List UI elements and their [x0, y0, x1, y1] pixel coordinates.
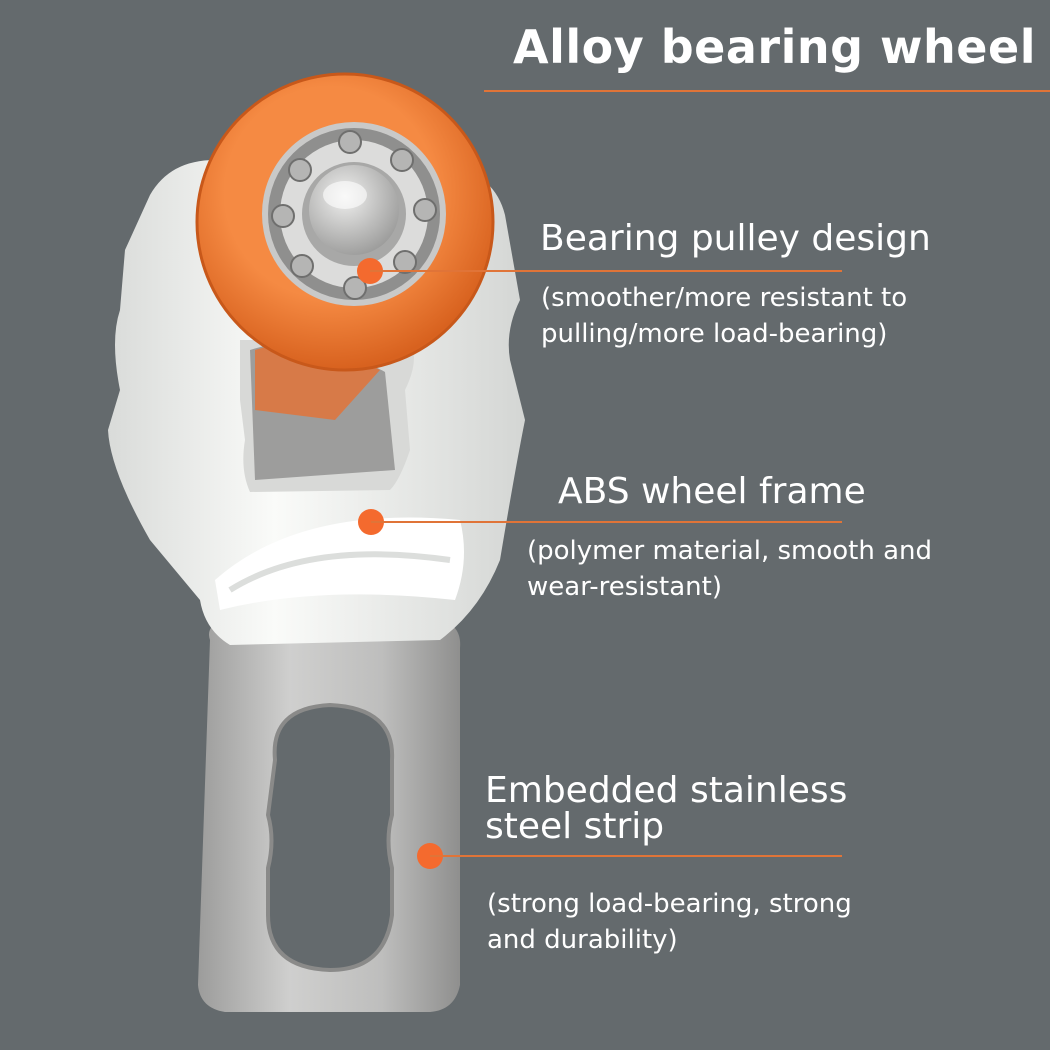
strip-callout-title-line-1: Embedded stainless — [485, 770, 848, 811]
bearing-leader-line — [370, 270, 842, 272]
page-title: Alloy bearing wheel — [513, 20, 1036, 74]
bearing-wheel — [195, 72, 495, 372]
frame-callout-desc-line-2: wear-resistant) — [527, 572, 722, 602]
strip-leader-line — [430, 855, 842, 857]
steel-strip — [198, 620, 461, 1012]
frame-callout-desc-line-1: (polymer material, smooth and — [527, 536, 933, 566]
frame-leader-line — [371, 521, 842, 523]
strip-callout-desc-line-1: (strong load-bearing, strong — [487, 889, 852, 919]
bearing-callout-desc-line-1: (smoother/more resistant to — [541, 283, 908, 313]
strip-callout-title-line-2: steel strip — [485, 806, 665, 847]
bearing-callout-desc-line-2: pulling/more load-bearing) — [541, 319, 888, 349]
bearing-callout-title: Bearing pulley design — [540, 218, 931, 259]
frame-callout-title: ABS wheel frame — [558, 471, 866, 512]
title-underline — [484, 90, 1050, 92]
strip-callout-desc-line-2: and durability) — [487, 925, 678, 955]
